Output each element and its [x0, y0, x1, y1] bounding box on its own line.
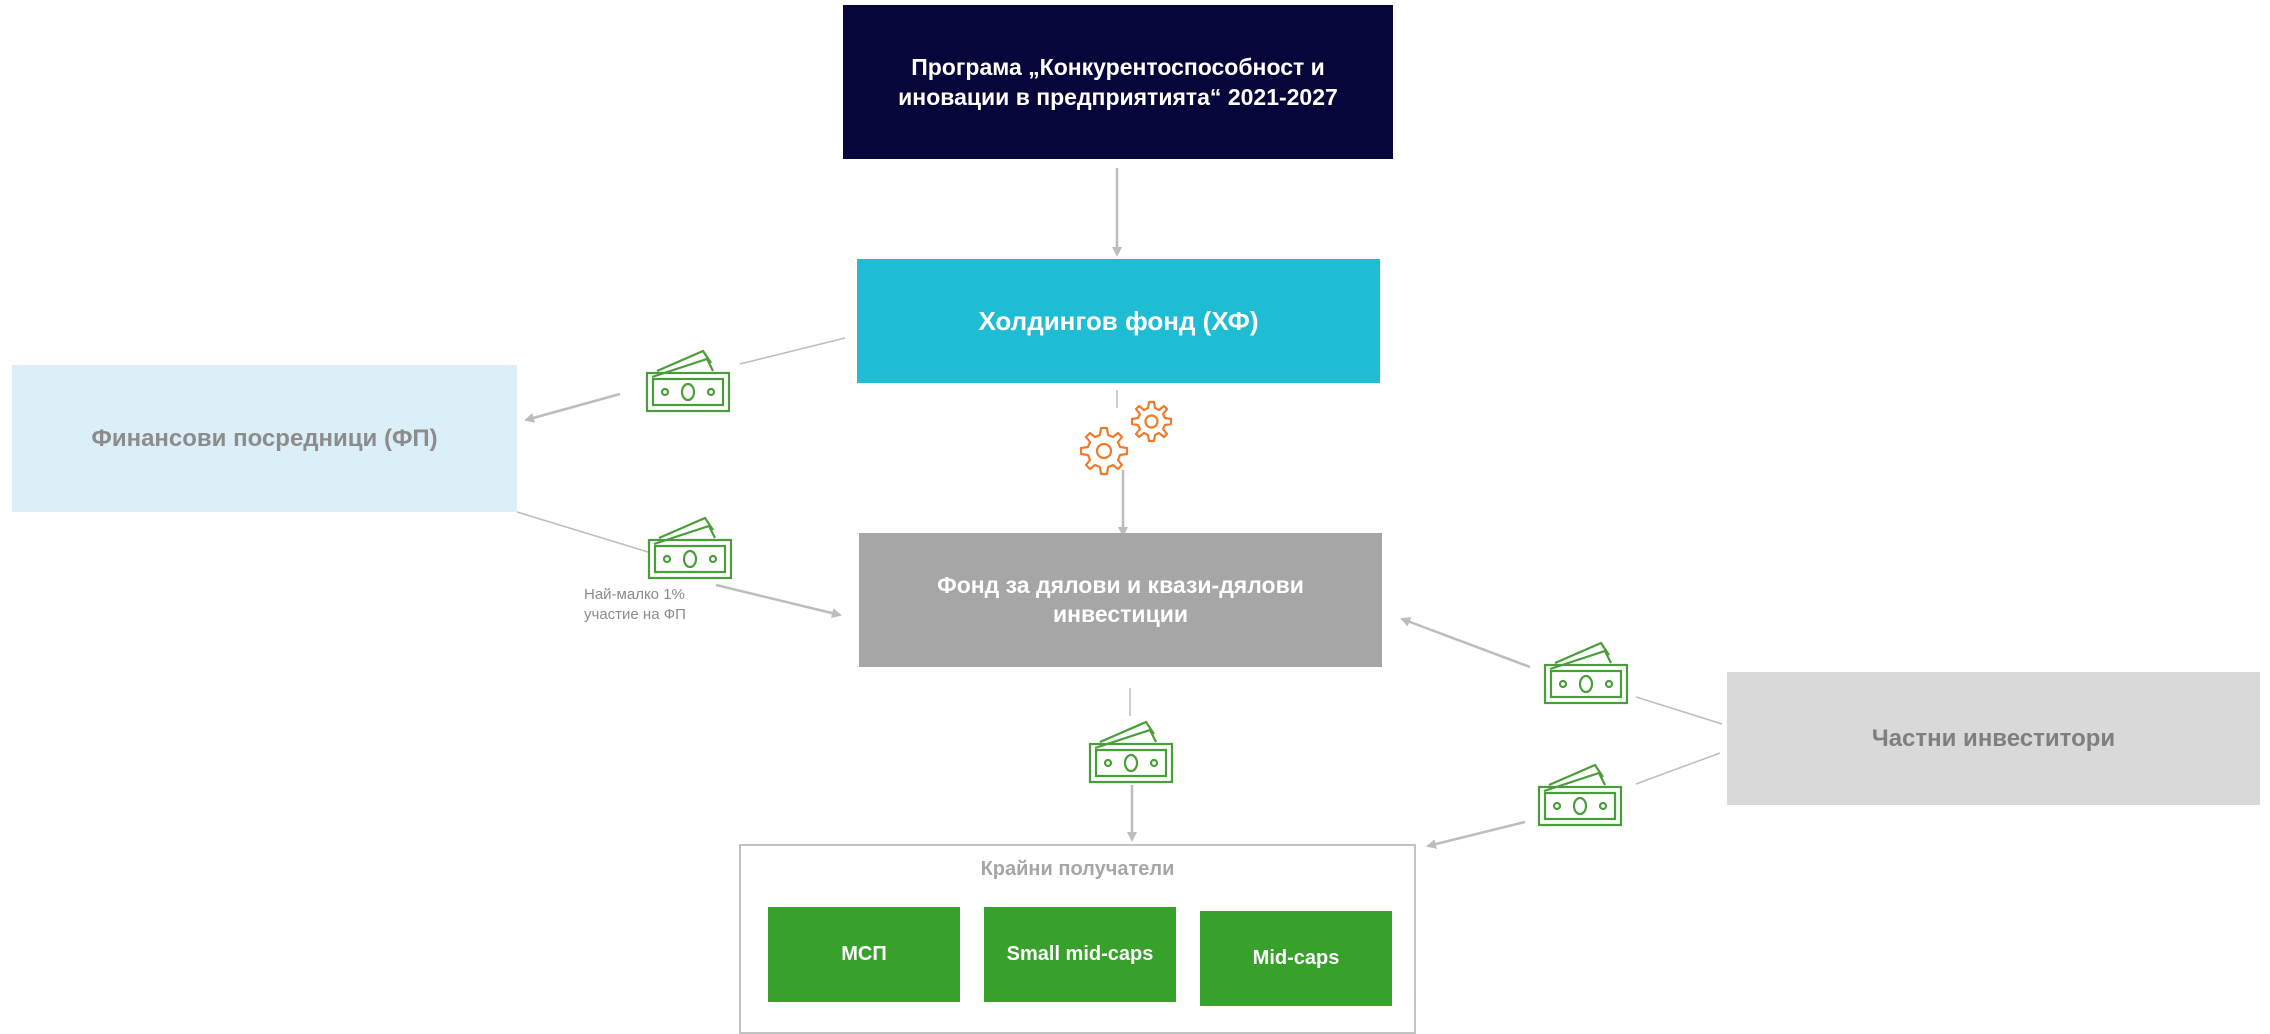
equity-fund-label: Фонд за дялови и квази-дялови инвестиции	[937, 572, 1304, 627]
holding-fund-label: Холдингов фонд (ХФ)	[978, 305, 1259, 336]
money-icon	[645, 349, 731, 413]
arrow-money-to-equity-right	[1400, 617, 1531, 669]
money-icon	[647, 516, 733, 580]
arrow-money-to-recipients-right	[1426, 820, 1526, 849]
min-participation-note: Най-малко 1% участие на ФП	[584, 586, 686, 623]
equity-fund-box: Фонд за дялови и квази-дялови инвестиции	[859, 533, 1382, 667]
private-investors-box: Частни инвеститори	[1727, 672, 2260, 805]
private-investors-label: Частни инвеститори	[1871, 724, 2116, 752]
small-mid-caps-label: Small mid-caps	[1006, 943, 1154, 965]
program-label: Програма „Конкурентоспособност и иноваци…	[898, 54, 1338, 110]
money-icon	[1537, 763, 1623, 827]
sme-box: МСП	[768, 907, 960, 1002]
financial-intermediaries-box: Финансови посредници (ФП)	[12, 365, 517, 512]
program-box: Програма „Конкурентоспособност и иноваци…	[843, 5, 1393, 159]
final-recipients-title: Крайни получатели	[980, 858, 1175, 880]
money-icon	[1088, 720, 1174, 784]
gears-icon	[1079, 400, 1173, 476]
line-fp-to-money	[516, 511, 649, 553]
financial-intermediaries-label: Финансови посредници (ФП)	[91, 424, 438, 452]
arrow-money-to-fp	[524, 392, 621, 423]
sme-label: МСП	[841, 943, 887, 965]
holding-fund-box: Холдингов фонд (ХФ)	[857, 259, 1380, 383]
line-holding-to-money	[739, 337, 846, 365]
money-icon	[1543, 641, 1629, 705]
mid-caps-label: Mid-caps	[1252, 947, 1340, 969]
arrow-money-to-equity	[715, 583, 842, 618]
line-investors-to-money-lower	[1635, 752, 1721, 785]
small-mid-caps-box: Small mid-caps	[984, 907, 1176, 1002]
line-investors-to-money-upper	[1635, 696, 1723, 725]
mid-caps-box: Mid-caps	[1200, 911, 1392, 1006]
